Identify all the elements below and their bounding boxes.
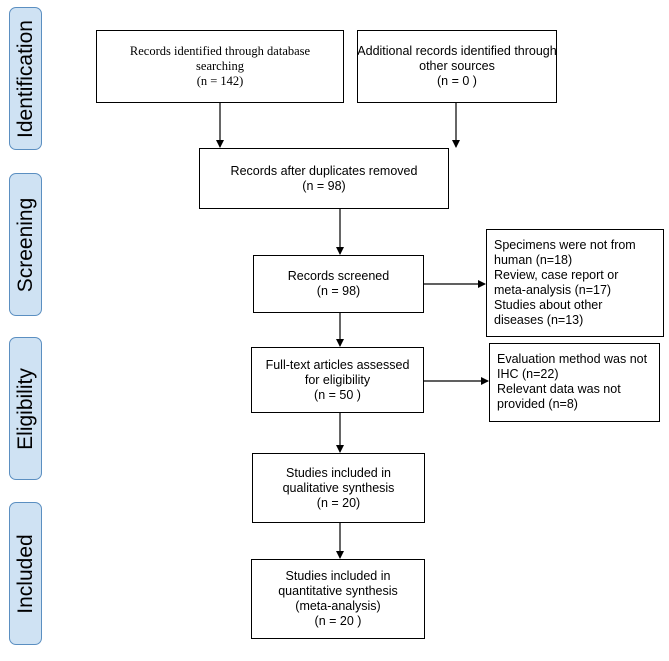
fulltext-exclusions-box: Evaluation method was not IHC (n=22) Rel…: [489, 343, 660, 422]
screening-exclusion-line-6: diseases (n=13): [494, 313, 584, 327]
records-database-line-2: searching: [196, 59, 244, 73]
fulltext-exclusion-line-1: Evaluation method was not: [497, 352, 648, 366]
phase-eligibility: Eligibility: [9, 337, 42, 480]
records-screened-line-1: Records screened: [287, 269, 390, 283]
records-additional-box: Additional records identified through ot…: [357, 30, 557, 103]
records-additional-line-1: Additional records identified through: [357, 44, 557, 58]
duplicates-removed-box: Records after duplicates removed (n = 98…: [199, 148, 449, 209]
records-database-box: Records identified through database sear…: [96, 30, 344, 103]
phase-screening: Screening: [9, 173, 42, 316]
screening-exclusions-box: Specimens were not from human (n=18) Rev…: [486, 229, 664, 337]
fulltext-assessed-box: Full-text articles assessed for eligibil…: [251, 347, 424, 413]
quantitative-synthesis-line-3: (meta-analysis): [295, 599, 381, 613]
screening-exclusion-line-4: meta-analysis (n=17): [494, 283, 612, 297]
duplicates-removed-line-2: (n = 98): [302, 178, 346, 193]
quantitative-synthesis-box: Studies included in quantitative synthes…: [251, 559, 425, 639]
records-additional-line-2: other sources: [419, 59, 495, 73]
phase-included: Included: [9, 502, 42, 645]
duplicates-removed-line-1: Records after duplicates removed: [230, 163, 418, 178]
qualitative-synthesis-line-2: qualitative synthesis: [282, 480, 395, 495]
fulltext-assessed-line-2: for eligibility: [304, 372, 371, 387]
qualitative-synthesis-line-3: (n = 20): [316, 495, 361, 510]
records-screened-line-2: (n = 98): [316, 284, 361, 298]
records-additional-line-3: (n = 0 ): [437, 74, 477, 88]
qualitative-synthesis-box: Studies included in qualitative synthesi…: [252, 453, 425, 523]
records-screened-box: Records screened (n = 98): [253, 255, 424, 313]
records-database-line-1: Records identified through database: [129, 44, 311, 58]
screening-exclusion-line-2: human (n=18): [494, 253, 573, 267]
screening-exclusion-line-1: Specimens were not from: [494, 238, 636, 252]
quantitative-synthesis-line-4: (n = 20 ): [314, 614, 362, 628]
screening-exclusion-line-3: Review, case report or: [494, 268, 619, 282]
fulltext-assessed-line-1: Full-text articles assessed: [265, 357, 410, 372]
quantitative-synthesis-line-2: quantitative synthesis: [278, 584, 398, 598]
fulltext-exclusion-line-4: provided (n=8): [497, 397, 578, 411]
fulltext-exclusion-line-3: Relevant data was not: [497, 382, 621, 396]
qualitative-synthesis-line-1: Studies included in: [286, 465, 391, 480]
fulltext-assessed-line-3: (n = 50 ): [314, 387, 361, 402]
phase-identification: Identification: [9, 7, 42, 150]
screening-exclusion-line-5: Studies about other: [494, 298, 603, 312]
fulltext-exclusion-line-2: IHC (n=22): [497, 367, 559, 381]
records-database-line-3: (n = 142): [196, 74, 244, 88]
quantitative-synthesis-line-1: Studies included in: [285, 569, 391, 583]
